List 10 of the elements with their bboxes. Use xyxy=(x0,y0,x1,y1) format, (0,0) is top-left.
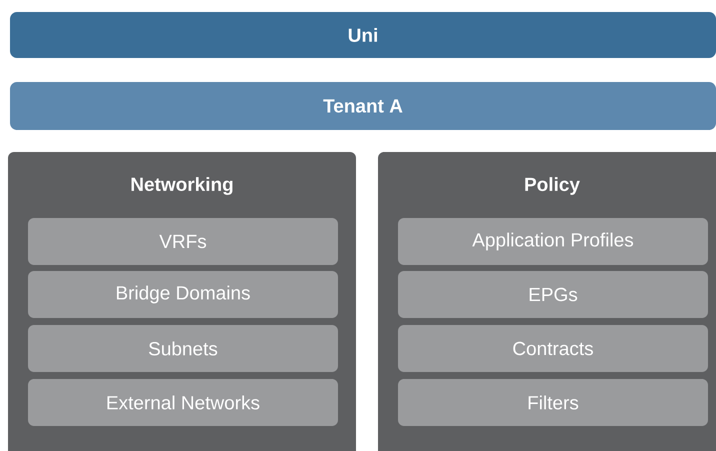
item-box: External Networks xyxy=(28,379,338,426)
item-box: Filters xyxy=(398,379,708,426)
item-box: Bridge Domains xyxy=(28,271,338,318)
banner-box: Uni xyxy=(10,12,716,58)
item-box: VRFs xyxy=(28,218,338,265)
item-box: EPGs xyxy=(398,271,708,318)
item-box: Subnets xyxy=(28,325,338,372)
banner-box: Tenant A xyxy=(10,82,716,130)
item-box: Application Profiles xyxy=(398,218,708,265)
item-box: Contracts xyxy=(398,325,708,372)
